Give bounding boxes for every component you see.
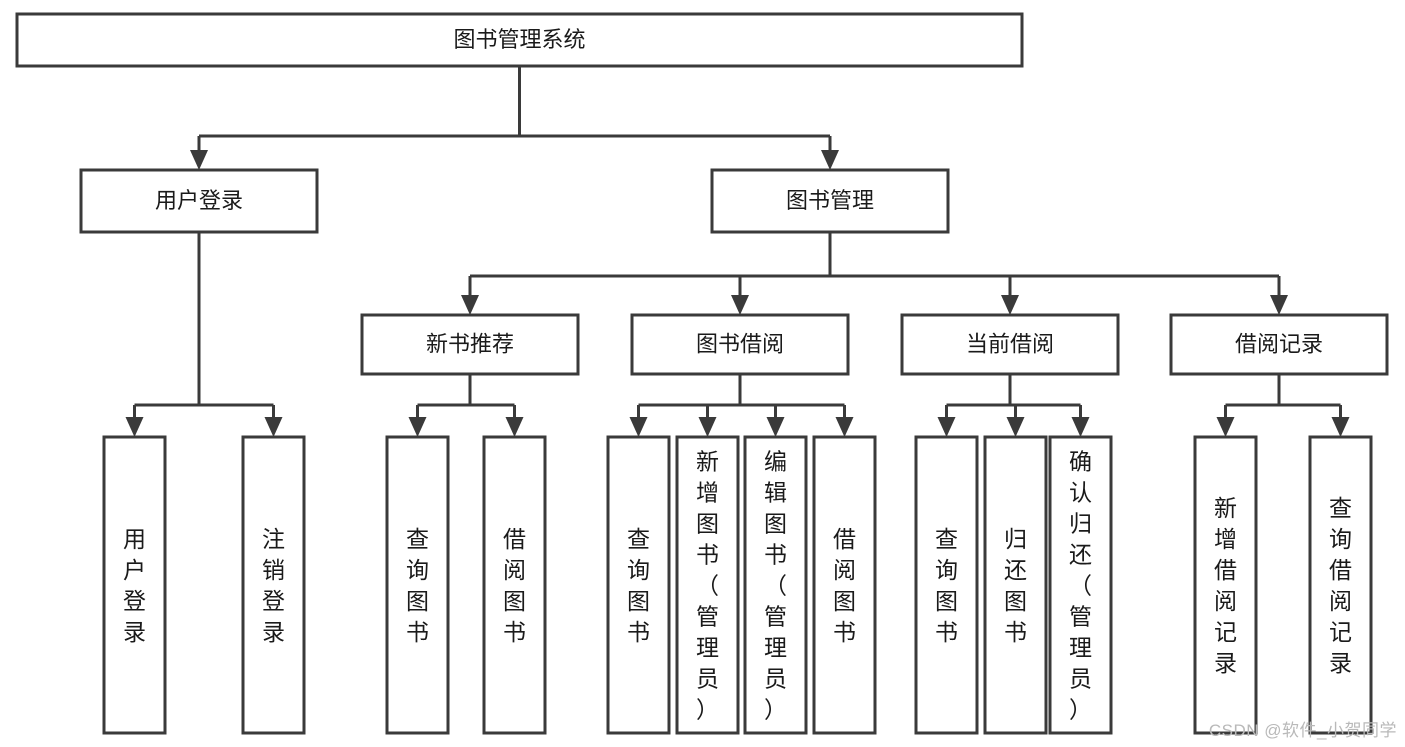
arrow-head-icon — [1001, 295, 1019, 315]
arrow-head-icon — [190, 150, 208, 170]
leaf-query-book-3-label: 查询图书 — [935, 526, 958, 645]
leaf-add-record-box[interactable] — [1193, 435, 1258, 735]
leaf-edit-book-label: 编辑图书（管理员） — [764, 449, 787, 723]
leaf-return-book-label: 归还图书 — [1004, 526, 1027, 645]
book-management-label: 图书管理 — [786, 188, 874, 213]
arrow-head-icon — [1071, 417, 1090, 437]
leaf-return-book-box[interactable] — [983, 435, 1048, 735]
arrow-head-icon — [408, 417, 427, 437]
arrow-head-icon — [1331, 417, 1350, 437]
arrow-head-icon — [461, 295, 479, 315]
leaf-query-record-label: 查询借阅记录 — [1329, 495, 1352, 676]
leaf-query-book-1-label: 查询图书 — [406, 526, 429, 645]
arrow-head-icon — [125, 417, 144, 437]
leaf-confirm-return-box[interactable] — [1048, 435, 1113, 735]
root-node-label: 图书管理系统 — [453, 27, 585, 52]
leaf-query-book-1-box[interactable] — [385, 435, 450, 735]
leaf-borrow-book-2-box[interactable] — [812, 435, 877, 735]
leaf-user-login-box[interactable] — [102, 435, 167, 735]
leaf-query-book-3-box[interactable] — [914, 435, 979, 735]
leaf-edit-book-box[interactable] — [743, 435, 808, 735]
borrow-records-box[interactable] — [1169, 313, 1389, 376]
arrow-head-icon — [698, 417, 717, 437]
borrow-records-label: 借阅记录 — [1235, 331, 1323, 356]
leaf-logout-label: 注销登录 — [262, 526, 285, 645]
arrow-head-icon — [766, 417, 785, 437]
leaf-borrow-book-2-label: 借阅图书 — [833, 526, 856, 645]
leaf-add-record-label: 新增借阅记录 — [1214, 495, 1237, 676]
arrow-head-icon — [821, 150, 839, 170]
leaf-add-book-box[interactable] — [675, 435, 740, 735]
leaf-add-book-label: 新增图书（管理员） — [696, 449, 719, 723]
leaf-logout-box[interactable] — [241, 435, 306, 735]
leaf-query-record-box[interactable] — [1308, 435, 1373, 735]
book-management-box[interactable] — [710, 168, 950, 234]
arrow-head-icon — [264, 417, 283, 437]
leaf-user-login-label: 用户登录 — [123, 526, 146, 645]
book-borrow-label: 图书借阅 — [696, 331, 784, 356]
arrow-head-icon — [505, 417, 524, 437]
arrow-head-icon — [1006, 417, 1025, 437]
new-book-recommend-box[interactable] — [360, 313, 580, 376]
leaf-borrow-book-1-label: 借阅图书 — [503, 526, 526, 645]
new-book-recommend-label: 新书推荐 — [426, 331, 514, 356]
arrow-head-icon — [1216, 417, 1235, 437]
arrow-head-icon — [937, 417, 956, 437]
book-borrow-box[interactable] — [630, 313, 850, 376]
arrow-head-icon — [835, 417, 854, 437]
connector-layer — [125, 66, 1350, 437]
arrow-head-icon — [629, 417, 648, 437]
root-node-box[interactable] — [15, 12, 1024, 68]
user-login-label: 用户登录 — [155, 188, 243, 213]
leaf-borrow-book-1-box[interactable] — [482, 435, 547, 735]
node-layer: 图书管理系统用户登录图书管理新书推荐图书借阅当前借阅借阅记录用户登录注销登录查询… — [15, 12, 1389, 735]
leaf-query-book-2-label: 查询图书 — [627, 526, 650, 645]
current-borrow-box[interactable] — [900, 313, 1120, 376]
leaf-confirm-return-label: 确认归还（管理员） — [1069, 449, 1092, 723]
arrow-head-icon — [1270, 295, 1288, 315]
arrow-head-icon — [731, 295, 749, 315]
user-login-box[interactable] — [79, 168, 319, 234]
leaf-query-book-2-box[interactable] — [606, 435, 671, 735]
current-borrow-label: 当前借阅 — [966, 331, 1054, 356]
